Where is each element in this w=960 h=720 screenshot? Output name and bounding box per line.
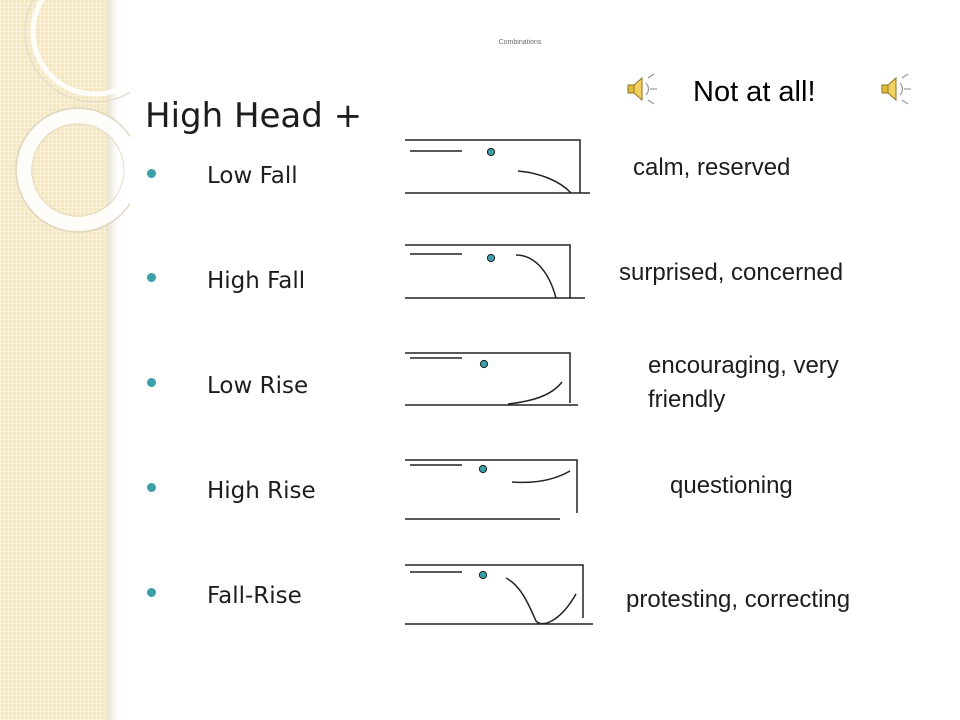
speaker-icon[interactable]	[878, 72, 912, 106]
meaning-low-fall: calm, reserved	[633, 154, 791, 181]
item-label-fall-rise: Fall-Rise	[207, 583, 302, 609]
bullet-dot	[147, 378, 156, 387]
meaning-fall-rise: protesting, correcting	[626, 586, 851, 613]
intonation-diagram-high-rise	[405, 459, 578, 520]
intonation-diagram-fall-rise	[405, 564, 593, 625]
bullet-dot	[147, 588, 156, 597]
decorative-side-edge	[107, 0, 119, 720]
bullet-dot	[147, 483, 156, 492]
intonation-diagram-low-rise	[405, 352, 578, 406]
slide-small-title: Combinations	[498, 39, 542, 46]
meaning-low-rise: encouraging, very friendly	[648, 349, 839, 417]
meaning-high-fall: surprised, concerned	[619, 259, 844, 286]
example-phrase: Not at all!	[693, 76, 816, 108]
slide-heading: High Head +	[145, 96, 363, 136]
intonation-diagram-low-fall	[405, 139, 590, 194]
meaning-low-rise-line2: friendly	[648, 386, 726, 413]
speaker-icon[interactable]	[624, 72, 658, 106]
intonation-diagram-high-fall	[405, 244, 585, 299]
item-label-high-rise: High Rise	[207, 478, 316, 504]
meaning-high-rise: questioning	[670, 472, 793, 499]
bullet-dot	[147, 273, 156, 282]
bullet-dot	[147, 169, 156, 178]
item-label-low-fall: Low Fall	[207, 163, 298, 189]
meaning-low-rise-line1: encouraging, very	[648, 352, 839, 379]
item-label-low-rise: Low Rise	[207, 373, 309, 399]
item-label-high-fall: High Fall	[207, 268, 306, 294]
decorative-rings	[15, 0, 130, 233]
